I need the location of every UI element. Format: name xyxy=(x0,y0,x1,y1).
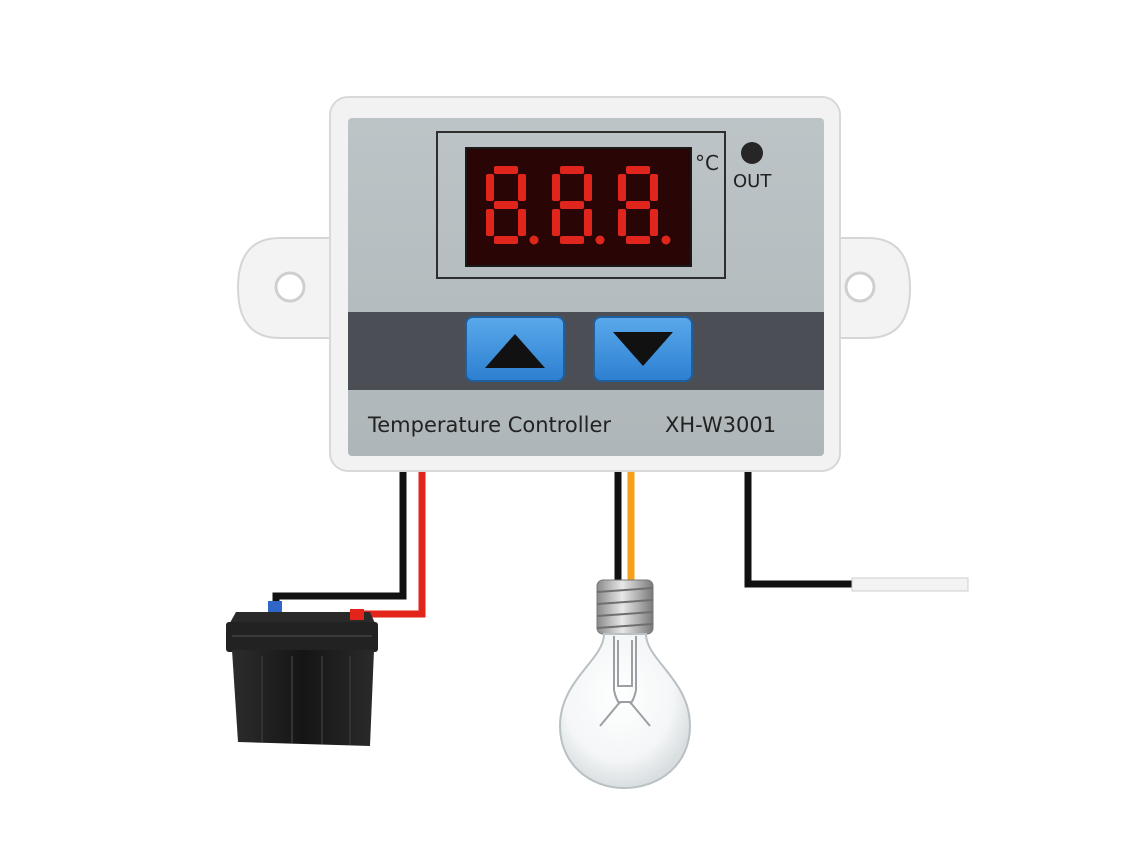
out-label: OUT xyxy=(733,171,772,192)
triangle-up-icon xyxy=(485,334,545,368)
digit-2-segment-c xyxy=(584,209,592,236)
product-name: Temperature Controller xyxy=(367,413,611,437)
model-number: XH-W3001 xyxy=(665,413,776,437)
out-indicator-led xyxy=(741,142,763,164)
mounting-hole-right xyxy=(844,271,876,303)
wires xyxy=(272,470,969,618)
digit-1-segment-e xyxy=(486,209,494,236)
button-strip xyxy=(348,312,824,390)
digit-1-segment-a xyxy=(494,166,518,174)
digit-1-segment-c xyxy=(518,209,526,236)
battery-icon xyxy=(226,601,378,746)
digit-3-segment-a xyxy=(626,166,650,174)
unit-label: °C xyxy=(695,151,719,175)
seven-segment-display xyxy=(486,166,671,245)
digit-2-segment-e xyxy=(552,209,560,236)
bulb-filament xyxy=(599,636,651,727)
digit-2-segment-a xyxy=(560,166,584,174)
bulb-glass xyxy=(558,633,692,790)
battery-body xyxy=(232,650,374,746)
negative-terminal-icon xyxy=(268,601,282,612)
digit-1-segment-d xyxy=(494,236,518,244)
sensor-probe-cable xyxy=(851,577,969,592)
mounting-hole-left xyxy=(274,271,306,303)
digit-3-segment-e xyxy=(618,209,626,236)
battery-negative-wire xyxy=(272,470,407,604)
digit-3-segment-f xyxy=(618,174,626,201)
up-button[interactable] xyxy=(465,316,565,382)
digit-2-segment-g xyxy=(560,201,584,209)
digit-1-segment-b xyxy=(518,174,526,201)
display-frame xyxy=(436,131,726,279)
digit-1-segment-g xyxy=(494,201,518,209)
digit-3-decimal-point xyxy=(661,235,671,245)
digit-1-decimal-point xyxy=(529,235,539,245)
battery-positive-wire xyxy=(358,470,426,618)
digit-3-segment-b xyxy=(650,174,658,201)
sensor-wire xyxy=(744,470,858,588)
digit-2-decimal-point xyxy=(595,235,605,245)
light-bulb-icon xyxy=(558,579,692,790)
triangle-down-icon xyxy=(613,332,673,366)
down-button[interactable] xyxy=(593,316,693,382)
digit-2-segment-d xyxy=(560,236,584,244)
controller: °C OUT Temperature Controller XH-W3001 xyxy=(236,96,912,472)
digit-3-segment-d xyxy=(626,236,650,244)
digit-1-segment-f xyxy=(486,174,494,201)
positive-terminal-icon xyxy=(350,609,364,620)
digit-3-segment-c xyxy=(650,209,658,236)
digit-3-segment-g xyxy=(626,201,650,209)
digit-2-segment-b xyxy=(584,174,592,201)
digit-2-segment-f xyxy=(552,174,560,201)
